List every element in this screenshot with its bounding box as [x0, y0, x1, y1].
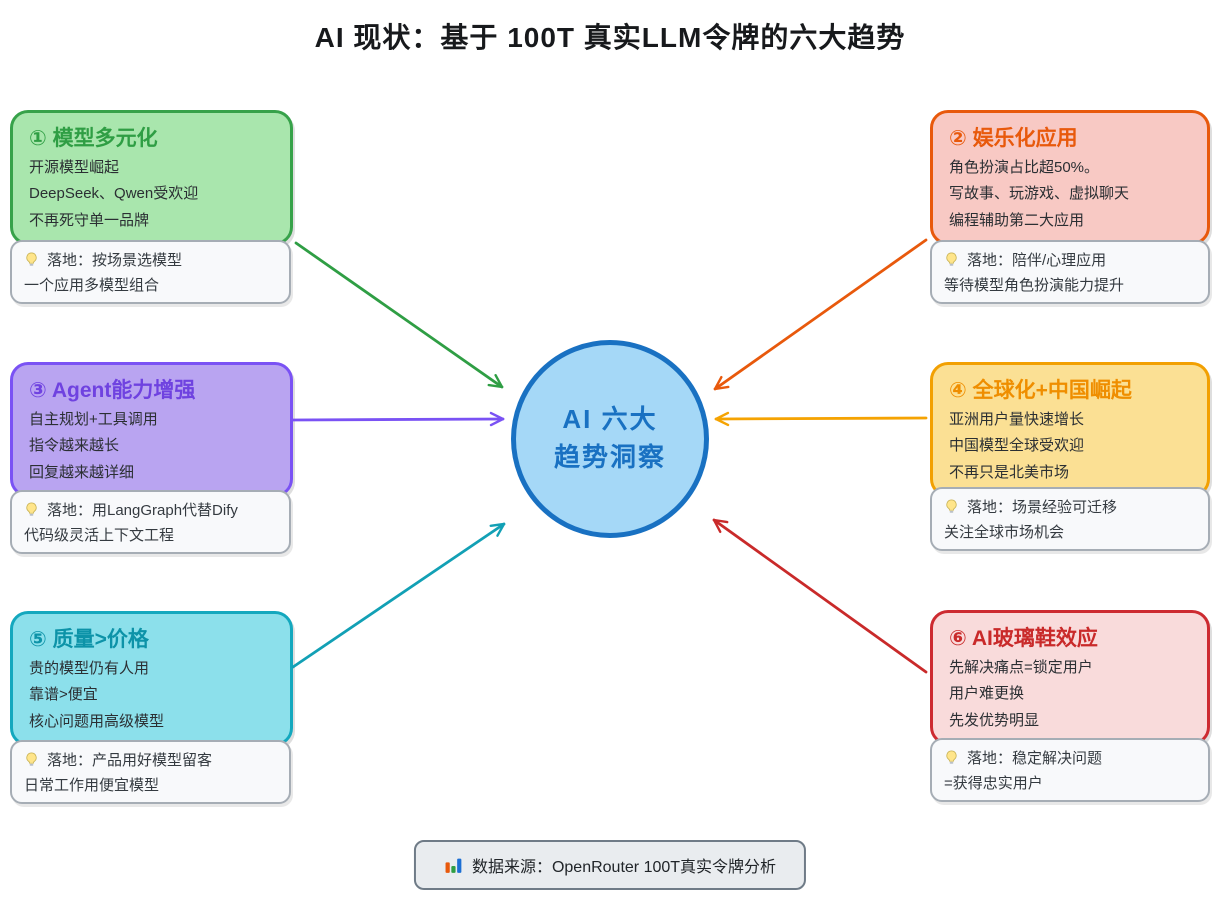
note-body-text: 一个应用多模型组合 [24, 277, 160, 294]
lightbulb-icon [946, 750, 957, 764]
note-head-text: 落地：按场景选模型 [47, 252, 183, 269]
note-body-text: 代码级灵活上下文工程 [24, 527, 175, 544]
card-line: 编程辅助第二大应用 [949, 211, 1085, 229]
note-ai-glass-slipper: 落地：稳定解决问题 =获得忠实用户 [930, 738, 1210, 802]
card-line: 指令越来越长 [29, 437, 120, 455]
card-agent-capability: ③ Agent能力增强 自主规划+工具调用 指令越来越长 回复越来越详细 [10, 362, 293, 497]
card-line: 回复越来越详细 [29, 463, 135, 481]
note-quality-over-price: 落地：产品用好模型留客 日常工作用便宜模型 [10, 740, 291, 804]
lightbulb-icon [26, 252, 37, 266]
note-entertainment-apps: 落地：陪伴/心理应用 等待模型角色扮演能力提升 [930, 240, 1210, 304]
note-head-text: 落地：场景经验可迁移 [967, 499, 1118, 516]
card-entertainment-apps: ② 娱乐化应用 角色扮演占比超50%。 写故事、玩游戏、虚拟聊天 编程辅助第二大… [930, 110, 1210, 245]
card-line: 不再死守单一品牌 [29, 211, 150, 229]
arrow-entertainment [713, 238, 928, 391]
card-title: ④ 全球化+中国崛起 [949, 379, 1132, 402]
card-title: ② 娱乐化应用 [949, 127, 1078, 150]
note-body-text: 关注全球市场机会 [944, 524, 1065, 541]
card-line: 用户难更换 [949, 685, 1025, 703]
arrow-glass-slipper [712, 518, 928, 674]
note-head-text: 落地：产品用好模型留客 [47, 752, 213, 769]
card-line: 写故事、玩游戏、虚拟聊天 [949, 185, 1130, 203]
card-line: 角色扮演占比超50%。 [949, 159, 1100, 176]
card-ai-glass-slipper: ⑥ AI玻璃鞋效应 先解决痛点=锁定用户 用户难更换 先发优势明显 [930, 610, 1210, 745]
note-head-text: 落地：用LangGraph代替Dify [47, 502, 238, 519]
card-model-diversity: ① 模型多元化 开源模型崛起 DeepSeek、Qwen受欢迎 不再死守单一品牌 [10, 110, 293, 245]
card-line: 核心问题用高级模型 [29, 712, 165, 730]
note-agent-capability: 落地：用LangGraph代替Dify 代码级灵活上下文工程 [10, 490, 291, 554]
note-head-text: 落地：稳定解决问题 [967, 750, 1103, 767]
note-body-text: =获得忠实用户 [944, 775, 1043, 792]
card-line: 开源模型崛起 [29, 159, 120, 176]
card-title: ③ Agent能力增强 [29, 379, 196, 402]
arrow-model-diversity [294, 241, 504, 389]
center-node-line2: 趋势洞察 [553, 442, 666, 472]
card-line: 亚洲用户量快速增长 [949, 411, 1085, 428]
note-globalization-china: 落地：场景经验可迁移 关注全球市场机会 [930, 487, 1210, 551]
note-body-text: 等待模型角色扮演能力提升 [944, 277, 1125, 294]
lightbulb-icon [26, 502, 37, 516]
card-line: 靠谱>便宜 [29, 686, 98, 704]
card-globalization-china: ④ 全球化+中国崛起 亚洲用户量快速增长 中国模型全球受欢迎 不再只是北美市场 [930, 362, 1210, 497]
card-line: 先解决痛点=锁定用户 [949, 659, 1093, 676]
card-title: ① 模型多元化 [29, 127, 158, 150]
bar-chart-icon [445, 858, 462, 873]
arrow-agent [291, 411, 505, 427]
note-model-diversity: 落地：按场景选模型 一个应用多模型组合 [10, 240, 291, 304]
card-line: DeepSeek、Qwen受欢迎 [29, 185, 199, 203]
card-title: ⑥ AI玻璃鞋效应 [949, 627, 1098, 650]
note-head-text: 落地：陪伴/心理应用 [967, 252, 1107, 269]
data-source-label: 数据来源：OpenRouter 100T真实令牌分析 [471, 859, 777, 876]
card-line: 贵的模型仍有人用 [29, 660, 150, 677]
diagram-title: AI 现状：基于 100T 真实LLM令牌的六大趋势 [314, 22, 906, 53]
card-line: 不再只是北美市场 [949, 463, 1070, 481]
data-source-box: 数据来源：OpenRouter 100T真实令牌分析 [413, 840, 807, 890]
card-line: 自主规划+工具调用 [29, 411, 158, 428]
arrow-globalization [714, 411, 928, 427]
center-node: AI 六大 趋势洞察 [511, 340, 709, 538]
card-title: ⑤ 质量>价格 [29, 628, 149, 651]
card-line: 中国模型全球受欢迎 [949, 437, 1085, 455]
card-line: 先发优势明显 [949, 711, 1040, 729]
card-quality-over-price: ⑤ 质量>价格 贵的模型仍有人用 靠谱>便宜 核心问题用高级模型 [10, 611, 293, 746]
lightbulb-icon [946, 499, 957, 513]
center-node-line1: AI 六大 [562, 404, 658, 435]
note-body-text: 日常工作用便宜模型 [24, 777, 160, 794]
lightbulb-icon [946, 252, 957, 266]
lightbulb-icon [26, 752, 37, 766]
arrow-quality [291, 522, 506, 669]
